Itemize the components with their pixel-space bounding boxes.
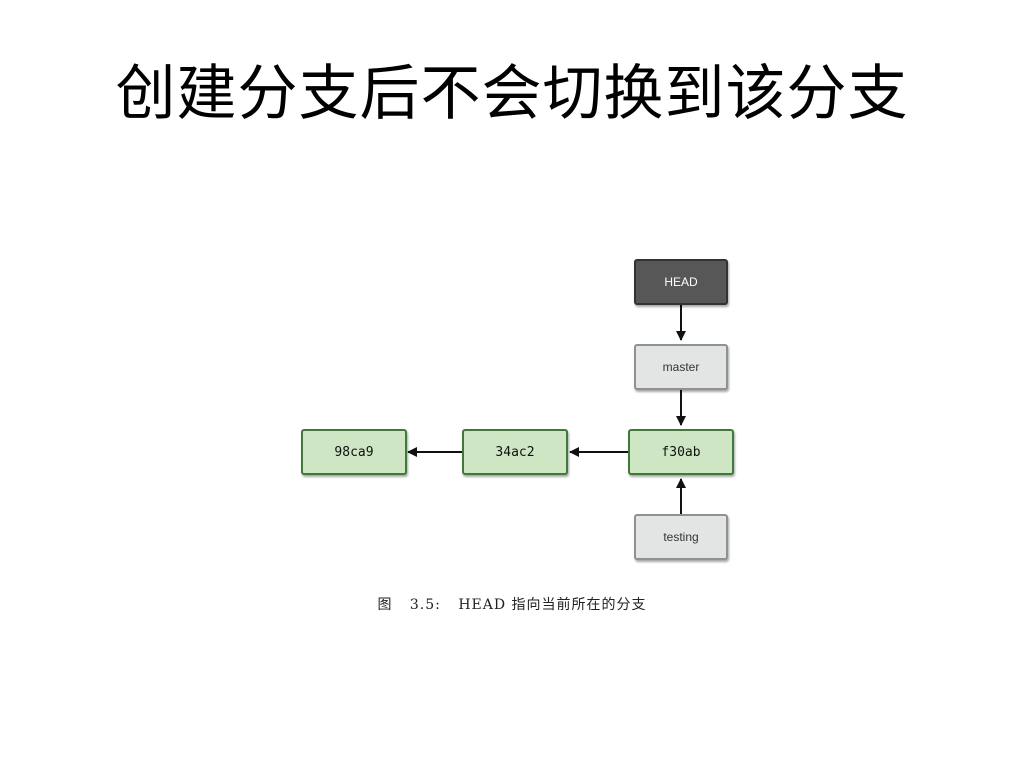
commit-label: 34ac2 <box>495 444 535 460</box>
branch-testing: testing <box>634 514 728 560</box>
branch-testing-label: testing <box>663 530 699 544</box>
commit-34ac2: 34ac2 <box>462 429 568 475</box>
figure-label: 图 <box>377 597 393 613</box>
commit-label: f30ab <box>661 444 701 460</box>
head-label: HEAD <box>664 275 698 289</box>
figure-caption: 图 3.5: HEAD 指向当前所在的分支 <box>0 594 1024 614</box>
commit-98ca9: 98ca9 <box>301 429 407 475</box>
figure-caption-text: HEAD 指向当前所在的分支 <box>458 597 647 613</box>
figure-number: 3.5: <box>409 597 441 613</box>
commit-f30ab: f30ab <box>628 429 734 475</box>
branch-master-label: master <box>662 360 700 374</box>
commit-label: 98ca9 <box>334 444 374 460</box>
head-pointer: HEAD <box>634 259 728 305</box>
slide-title: 创建分支后不会切换到该分支 <box>115 59 909 129</box>
branch-master: master <box>634 344 728 390</box>
